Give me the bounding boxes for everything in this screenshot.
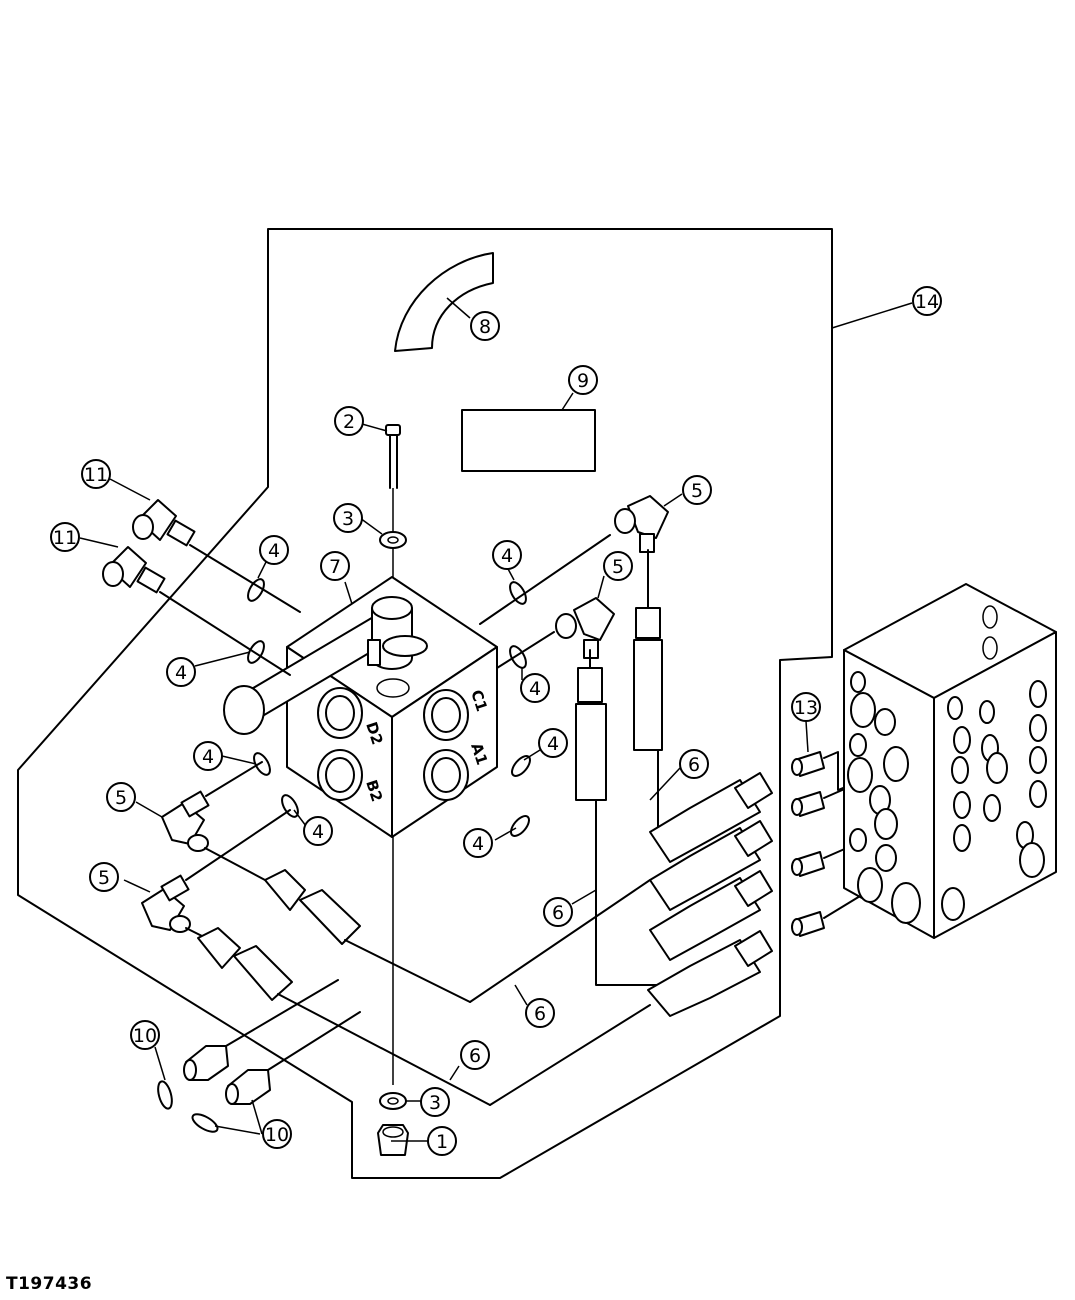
svg-text:4: 4 [175, 662, 187, 684]
hose-right-4 [490, 931, 772, 1105]
callout-9: 9 [569, 366, 597, 394]
svg-text:11: 11 [84, 464, 108, 486]
svg-text:3: 3 [429, 1092, 441, 1114]
elbow-fitting-11-upper [133, 500, 300, 612]
callout-3-bottom: 3 [421, 1088, 449, 1116]
svg-text:8: 8 [479, 316, 491, 338]
callout-3-top: 3 [334, 504, 362, 532]
svg-text:4: 4 [501, 545, 513, 567]
callout-5-c: 5 [107, 783, 135, 811]
hose-left-upper [265, 870, 470, 1002]
callout-6-a: 6 [680, 750, 708, 778]
svg-text:5: 5 [115, 787, 127, 809]
callout-14: 14 [913, 287, 941, 315]
washer-top-part [380, 532, 406, 548]
fittings-13 [792, 752, 888, 936]
svg-text:4: 4 [202, 746, 214, 768]
control-valve-block [844, 584, 1056, 938]
hose-right-1 [650, 773, 772, 862]
svg-text:11: 11 [53, 527, 77, 549]
svg-text:4: 4 [312, 821, 324, 843]
elbow-fitting-5-left-lower [142, 810, 290, 936]
callout-1: 1 [428, 1127, 456, 1155]
fitting-10-right [190, 1012, 360, 1135]
svg-text:1: 1 [436, 1131, 448, 1153]
svg-text:14: 14 [915, 291, 939, 313]
callout-4-b: 4 [167, 658, 195, 686]
nut-part [378, 1125, 408, 1155]
washer-bottom-part [380, 1093, 406, 1109]
label-part [462, 410, 595, 471]
callout-4-a: 4 [260, 536, 288, 564]
port-label-a1: A1 [467, 741, 491, 768]
callout-6-d: 6 [461, 1041, 489, 1069]
svg-text:6: 6 [469, 1045, 481, 1067]
hose-vertical-a [634, 550, 685, 832]
callout-2: 2 [335, 407, 363, 435]
callout-4-h: 4 [464, 829, 492, 857]
port-label-b2: B2 [362, 778, 386, 804]
callout-4-g: 4 [539, 729, 567, 757]
hose-left-lower [198, 928, 490, 1105]
callout-4-d: 4 [521, 674, 549, 702]
leader-lines [80, 298, 912, 1141]
svg-text:5: 5 [612, 556, 624, 578]
port-label-c1: C1 [467, 688, 491, 714]
callout-7: 7 [321, 552, 349, 580]
assembly-boundary-outline [18, 229, 832, 1178]
decal-part [395, 253, 493, 351]
svg-text:6: 6 [552, 902, 564, 924]
fitting-10-left [156, 980, 338, 1110]
svg-text:9: 9 [577, 370, 589, 392]
callout-8: 8 [471, 312, 499, 340]
callout-11-upper: 11 [82, 460, 110, 488]
svg-text:10: 10 [133, 1025, 157, 1047]
callout-13: 13 [792, 693, 820, 721]
svg-text:4: 4 [472, 833, 484, 855]
svg-text:6: 6 [534, 1003, 546, 1025]
svg-text:3: 3 [342, 508, 354, 530]
svg-text:10: 10 [265, 1124, 289, 1146]
svg-text:5: 5 [98, 867, 110, 889]
callout-4-e: 4 [194, 742, 222, 770]
svg-text:6: 6 [688, 754, 700, 776]
callout-6-c: 6 [526, 999, 554, 1027]
svg-text:7: 7 [329, 556, 341, 578]
callout-5-d: 5 [90, 863, 118, 891]
svg-text:2: 2 [343, 411, 355, 433]
callout-5-b: 5 [604, 552, 632, 580]
callout-4-c: 4 [493, 541, 521, 569]
callout-10-right: 10 [263, 1120, 291, 1148]
callout-10-left: 10 [131, 1021, 159, 1049]
svg-text:13: 13 [794, 697, 818, 719]
svg-text:5: 5 [691, 480, 703, 502]
callout-5-a: 5 [683, 476, 711, 504]
callout-4-f: 4 [304, 817, 332, 845]
callout-11-lower: 11 [51, 523, 79, 551]
valve-part [224, 597, 427, 734]
hose-vertical-b [576, 650, 680, 985]
elbow-fitting-5-mid-right [497, 598, 614, 668]
o-rings [245, 577, 534, 839]
svg-text:4: 4 [529, 678, 541, 700]
callout-6-b: 6 [544, 898, 572, 926]
svg-text:4: 4 [547, 733, 559, 755]
svg-text:4: 4 [268, 540, 280, 562]
hose-right-2 [470, 821, 772, 1002]
hose-right-3 [650, 871, 772, 960]
elbow-fitting-5-left-upper [162, 762, 265, 880]
figure-id: T197436 [6, 1274, 93, 1294]
elbow-fitting-5-upper-right [480, 496, 668, 624]
elbow-fitting-11-lower [103, 547, 290, 675]
